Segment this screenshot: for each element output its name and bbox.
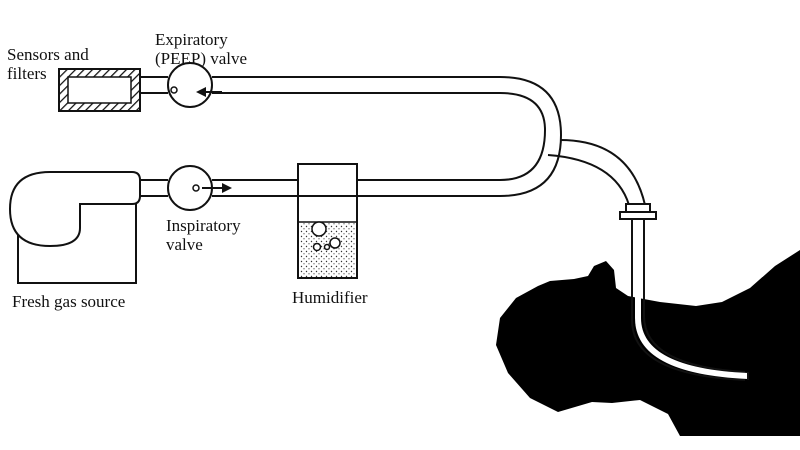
inspiratory-valve — [167, 165, 232, 211]
sensors-and-filters — [58, 68, 141, 112]
inspiratory-limb — [140, 179, 500, 197]
expiratory-valve-label: Expiratory (PEEP) valve — [155, 30, 248, 68]
expiratory-limb — [140, 76, 500, 94]
humidifier-label: Humidifier — [292, 288, 368, 307]
fresh-gas-source — [8, 171, 141, 284]
fresh-gas-source-label: Fresh gas source — [12, 292, 126, 311]
inspiratory-valve-label: Inspiratory valve — [166, 216, 241, 254]
expiratory-valve — [167, 62, 222, 108]
endotracheal-tube — [631, 219, 749, 381]
tube-connector — [619, 203, 657, 220]
sensors-and-filters-label: Sensors and filters — [7, 45, 89, 83]
humidifier — [297, 163, 358, 279]
y-piece-loop — [499, 76, 646, 206]
